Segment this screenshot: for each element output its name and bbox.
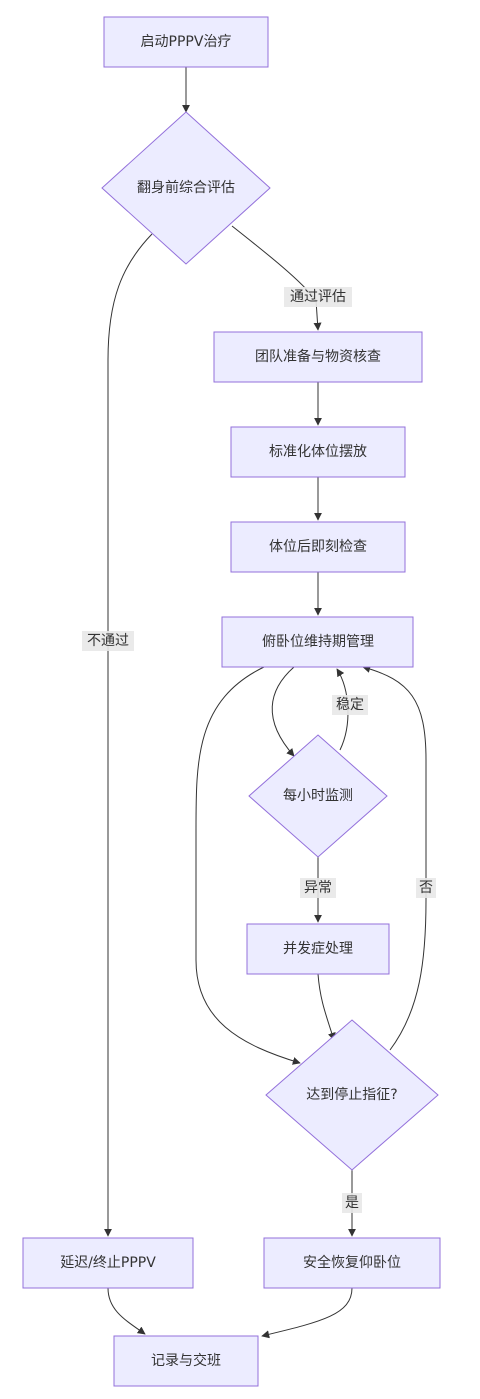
node-complication: 并发症处理 xyxy=(246,923,390,975)
svg-text:延迟/终止PPPV: 延迟/终止PPPV xyxy=(60,1255,156,1271)
edge-label-no: 否 xyxy=(416,878,436,898)
node-assess: 翻身前综合评估 xyxy=(101,111,271,265)
node-monitor: 每小时监测 xyxy=(248,734,388,858)
edge-label-pass: 通过评估 xyxy=(284,287,352,307)
edge-label-fail: 不通过 xyxy=(82,631,134,651)
edge-assess-delay xyxy=(104,233,153,1237)
svg-text:异常: 异常 xyxy=(304,880,332,896)
node-restore: 安全恢复仰卧位 xyxy=(263,1237,441,1289)
node-record: 记录与交班 xyxy=(113,1335,259,1387)
svg-text:通过评估: 通过评估 xyxy=(290,289,346,305)
edge-assess-prep xyxy=(231,225,322,331)
edge-restore-record xyxy=(261,1287,353,1339)
svg-text:达到停止指征?: 达到停止指征? xyxy=(306,1086,397,1103)
svg-text:并发症处理: 并发症处理 xyxy=(283,941,353,957)
edge-manage-stopcheck xyxy=(195,666,301,1065)
svg-text:否: 否 xyxy=(419,880,433,896)
svg-text:翻身前综合评估: 翻身前综合评估 xyxy=(137,179,235,196)
svg-text:俯卧位维持期管理: 俯卧位维持期管理 xyxy=(262,634,374,650)
svg-text:每小时监测: 每小时监测 xyxy=(283,788,353,804)
edge-label-stable: 稳定 xyxy=(332,695,368,715)
node-position: 标准化体位摆放 xyxy=(230,426,406,478)
node-start: 启动PPPV治疗 xyxy=(103,16,269,68)
svg-text:体位后即刻检查: 体位后即刻检查 xyxy=(269,539,367,555)
edge-delay-record xyxy=(107,1287,146,1335)
svg-text:启动PPPV治疗: 启动PPPV治疗 xyxy=(141,34,232,50)
svg-text:标准化体位摆放: 标准化体位摆放 xyxy=(269,444,367,460)
node-check: 体位后即刻检查 xyxy=(230,521,406,573)
node-manage: 俯卧位维持期管理 xyxy=(221,616,414,668)
node-prep: 团队准备与物资核查 xyxy=(213,331,423,383)
edge-label-yes: 是 xyxy=(342,1193,362,1213)
edge-labels: 通过评估 不通过 稳定 异常 否 是 xyxy=(82,287,436,1213)
svg-text:稳定: 稳定 xyxy=(336,697,364,713)
edge-complication-stopcheck xyxy=(317,973,336,1041)
edge-stopcheck-manage xyxy=(362,665,427,1051)
svg-text:是: 是 xyxy=(345,1195,359,1211)
edge-manage-monitor xyxy=(271,666,295,757)
svg-text:记录与交班: 记录与交班 xyxy=(151,1352,221,1369)
svg-text:团队准备与物资核查: 团队准备与物资核查 xyxy=(255,348,381,365)
nodes: 启动PPPV治疗 翻身前综合评估 团队准备与物资核查 标准化体位摆放 体位后即刻… xyxy=(22,16,441,1387)
edge-label-abnormal: 异常 xyxy=(300,878,336,898)
svg-text:不通过: 不通过 xyxy=(87,633,129,649)
node-delay: 延迟/终止PPPV xyxy=(22,1237,194,1289)
node-stop-check: 达到停止指征? xyxy=(265,1019,439,1171)
svg-text:安全恢复仰卧位: 安全恢复仰卧位 xyxy=(303,1254,401,1271)
